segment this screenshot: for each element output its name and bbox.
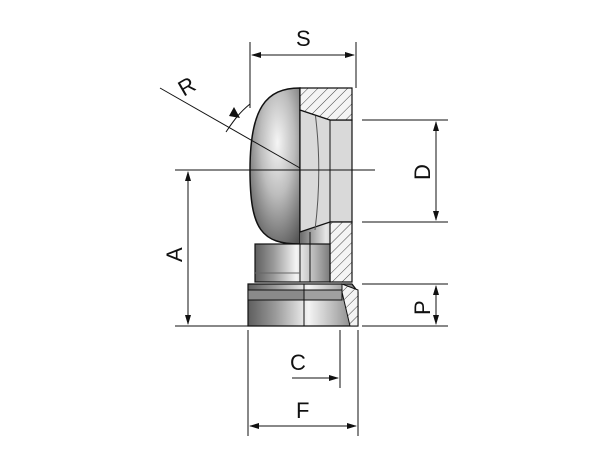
dim-line-R (159, 87, 301, 169)
label-D: D (410, 164, 435, 180)
section-neck (329, 221, 353, 283)
section-top (299, 87, 353, 121)
label-F: F (296, 398, 309, 423)
label-R: R (174, 72, 200, 102)
neck-shaft (254, 243, 331, 283)
label-C: C (290, 350, 306, 375)
bore-cone (299, 109, 353, 233)
dimension-lines (159, 42, 448, 436)
sphere-head (249, 87, 301, 245)
label-P: P (410, 300, 435, 315)
label-A: A (162, 247, 187, 262)
label-S: S (296, 26, 311, 51)
fitting-body (247, 87, 359, 327)
